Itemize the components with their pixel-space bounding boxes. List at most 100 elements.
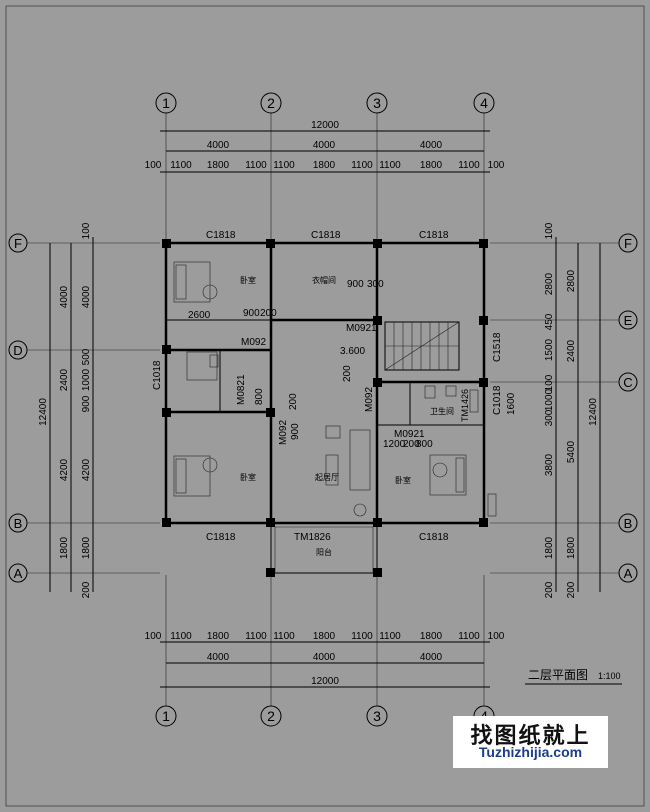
dim-left-in-500: 500: [81, 348, 92, 365]
door-m0821: M0821: [236, 374, 247, 405]
columns: [162, 239, 488, 577]
axis-A-left: A: [14, 566, 23, 581]
room-closet: 衣帽间: [312, 275, 336, 285]
dim-sub-6: 1100: [351, 631, 373, 642]
dim-bay-1: 4000: [207, 140, 230, 151]
dim-sub-0: 100: [145, 160, 162, 171]
dim-sub-2: 1800: [207, 160, 230, 171]
dim-right-in-100b: 100: [544, 374, 555, 391]
dim-900-b: 900: [347, 279, 364, 290]
dim-sub-1: 1100: [170, 631, 192, 642]
dim-200-d: 200: [288, 393, 299, 410]
window-c1518: C1518: [492, 332, 503, 362]
drawing-border: [5, 5, 645, 807]
dim-800-b: 800: [254, 388, 265, 405]
dim-1600: 1600: [506, 392, 517, 415]
room-bedroom-sw: 卧室: [240, 472, 256, 482]
dim-sub-7: 1100: [379, 160, 401, 171]
dim-2600: 2600: [188, 310, 211, 321]
dim-left-1800: 1800: [59, 536, 70, 559]
axis-3-bottom: 3: [373, 708, 381, 724]
watermark-url: Tuzhizhijia.com: [478, 744, 583, 760]
axis-F-left: F: [14, 236, 22, 251]
dim-left-in-1000: 1000: [81, 368, 92, 391]
furniture: [173, 261, 497, 517]
room-labels: 卧室 衣帽间 卧室 起居厅 卧室 卫生间 阳台 3.600: [240, 275, 454, 557]
dim-left-in-200: 200: [81, 581, 92, 598]
dim-bay-3-bottom: 4000: [420, 652, 443, 663]
dim-sub-8: 1800: [420, 160, 443, 171]
axis-4-top: 4: [480, 95, 488, 111]
door-m0921-a: M0921: [346, 323, 377, 334]
dim-1200: 1200: [383, 439, 406, 450]
axis-F-right: F: [624, 236, 632, 251]
dim-sub-10: 100: [488, 631, 505, 642]
dim-total-top: 12000: [311, 120, 339, 131]
dim-right-200: 200: [566, 581, 577, 598]
dim-200-c: 200: [342, 365, 353, 382]
door-tm1426: TM1426: [460, 389, 470, 422]
axis-1-top: 1: [162, 95, 170, 111]
dim-right-in-1800: 1800: [544, 536, 555, 559]
axis-3-top: 3: [373, 95, 381, 111]
dim-sub-10: 100: [488, 160, 505, 171]
dim-right-in-300: 300: [544, 409, 555, 426]
dim-300: 300: [367, 279, 384, 290]
dim-left-in-900: 900: [81, 395, 92, 412]
dim-right-total: 12400: [588, 398, 599, 426]
dim-sub-0: 100: [145, 631, 162, 642]
room-bath: 卫生间: [430, 406, 454, 416]
dim-200-b: 200: [403, 439, 420, 450]
door-m092-a: M092: [241, 337, 266, 348]
dim-900-a: 900: [243, 308, 260, 319]
dim-right-in-100: 100: [544, 222, 555, 239]
dim-left-in-4000: 4000: [81, 285, 92, 308]
staircase: [384, 321, 460, 371]
window-c1818-4: C1818: [206, 532, 236, 543]
dim-sub-9: 1100: [458, 160, 480, 171]
dim-left-in-100: 100: [81, 222, 92, 239]
interior-dimensions: 2600 900 200 900 300 1200 200 800 1600 2…: [188, 279, 517, 450]
dim-sub-7: 1100: [379, 631, 401, 642]
dim-bay-1-bottom: 4000: [207, 652, 230, 663]
dim-right-in-3800: 3800: [544, 453, 555, 476]
dim-left-total: 12400: [38, 398, 49, 426]
window-c1818-1: C1818: [206, 230, 236, 241]
dim-left-4000: 4000: [59, 285, 70, 308]
dim-200-a: 200: [260, 308, 277, 319]
dim-sub-3: 1100: [245, 631, 267, 642]
axis-A-right: A: [624, 566, 633, 581]
dim-total-bottom: 12000: [311, 676, 339, 687]
door-m092-b: M092: [364, 387, 375, 412]
window-c1018-right: C1018: [492, 385, 503, 415]
dim-800-a: 800: [416, 439, 433, 450]
right-dimensions: 100 2800 450 1500 100 1000 300 3800 1800…: [544, 222, 601, 598]
dim-left-4200: 4200: [59, 458, 70, 481]
dim-right-2400: 2400: [566, 339, 577, 362]
dim-sub-8: 1800: [420, 631, 443, 642]
dim-sub-4: 1100: [273, 160, 295, 171]
watermark-title: 找图纸就上: [470, 724, 591, 749]
dim-sub-9: 1100: [458, 631, 480, 642]
dim-right-in-200: 200: [544, 581, 555, 598]
axis-B-left: B: [14, 516, 23, 531]
dim-left-in-1800: 1800: [81, 536, 92, 559]
window-c1818-5: C1818: [419, 532, 449, 543]
dim-left-2400: 2400: [59, 368, 70, 391]
dim-sub-4: 1100: [273, 631, 295, 642]
dim-sub-6: 1100: [351, 160, 373, 171]
floor-level: 3.600: [340, 346, 365, 357]
axis-C-right: C: [623, 375, 632, 390]
window-c1818-3: C1818: [419, 230, 449, 241]
left-dimensions: 12400 4000 2400 4200 1800 100 4000 500 1…: [38, 222, 94, 598]
room-bedroom-nw: 卧室: [240, 275, 256, 285]
dim-right-1800: 1800: [566, 536, 577, 559]
room-living: 起居厅: [315, 473, 339, 482]
axis-D-left: D: [13, 343, 22, 358]
dim-left-in-4200: 4200: [81, 458, 92, 481]
axis-B-right: B: [624, 516, 633, 531]
axis-2-bottom: 2: [267, 708, 275, 724]
